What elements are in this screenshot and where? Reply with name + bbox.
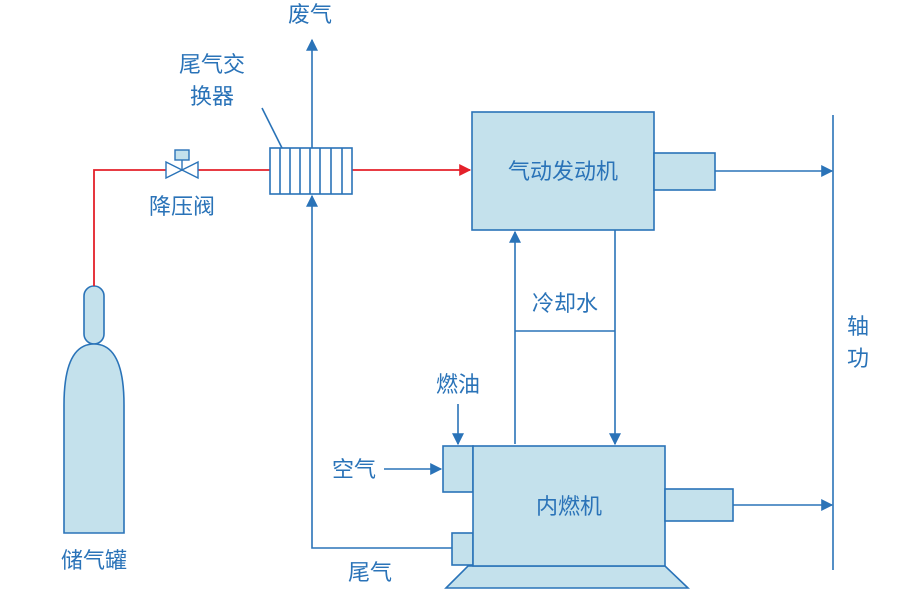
ice-base (444, 565, 690, 589)
pressure-valve-icon (165, 149, 199, 180)
tail-gas-line (306, 194, 452, 549)
ice-shaft (664, 488, 734, 522)
cooling-water-label: 冷却水 (532, 292, 598, 317)
air-engine-shaft (653, 152, 716, 191)
exchanger-label-line1: 尾气交 (179, 53, 245, 78)
fuel-label: 燃油 (436, 373, 480, 398)
exhaust-gas-label: 废气 (288, 3, 332, 28)
ice-fuel-port (442, 445, 474, 493)
ice-exhaust-port (451, 532, 474, 566)
exchanger-label-line2: 换器 (190, 85, 234, 110)
exhaust-heat-exchanger (269, 147, 353, 195)
tail-gas-label: 尾气 (348, 561, 392, 586)
shaft-work-label-2: 功 (847, 347, 869, 372)
ice-label: 内燃机 (536, 495, 602, 520)
high-pressure-line (93, 169, 270, 286)
air-label: 空气 (332, 458, 376, 483)
valve-label: 降压阀 (149, 195, 215, 220)
tank-label: 储气罐 (61, 549, 127, 574)
shaft-work-label-1: 轴 (847, 315, 869, 340)
air-engine-label: 气动发动机 (508, 160, 618, 185)
exchanger-leader-line (261, 107, 283, 149)
gas-tank (63, 285, 125, 534)
